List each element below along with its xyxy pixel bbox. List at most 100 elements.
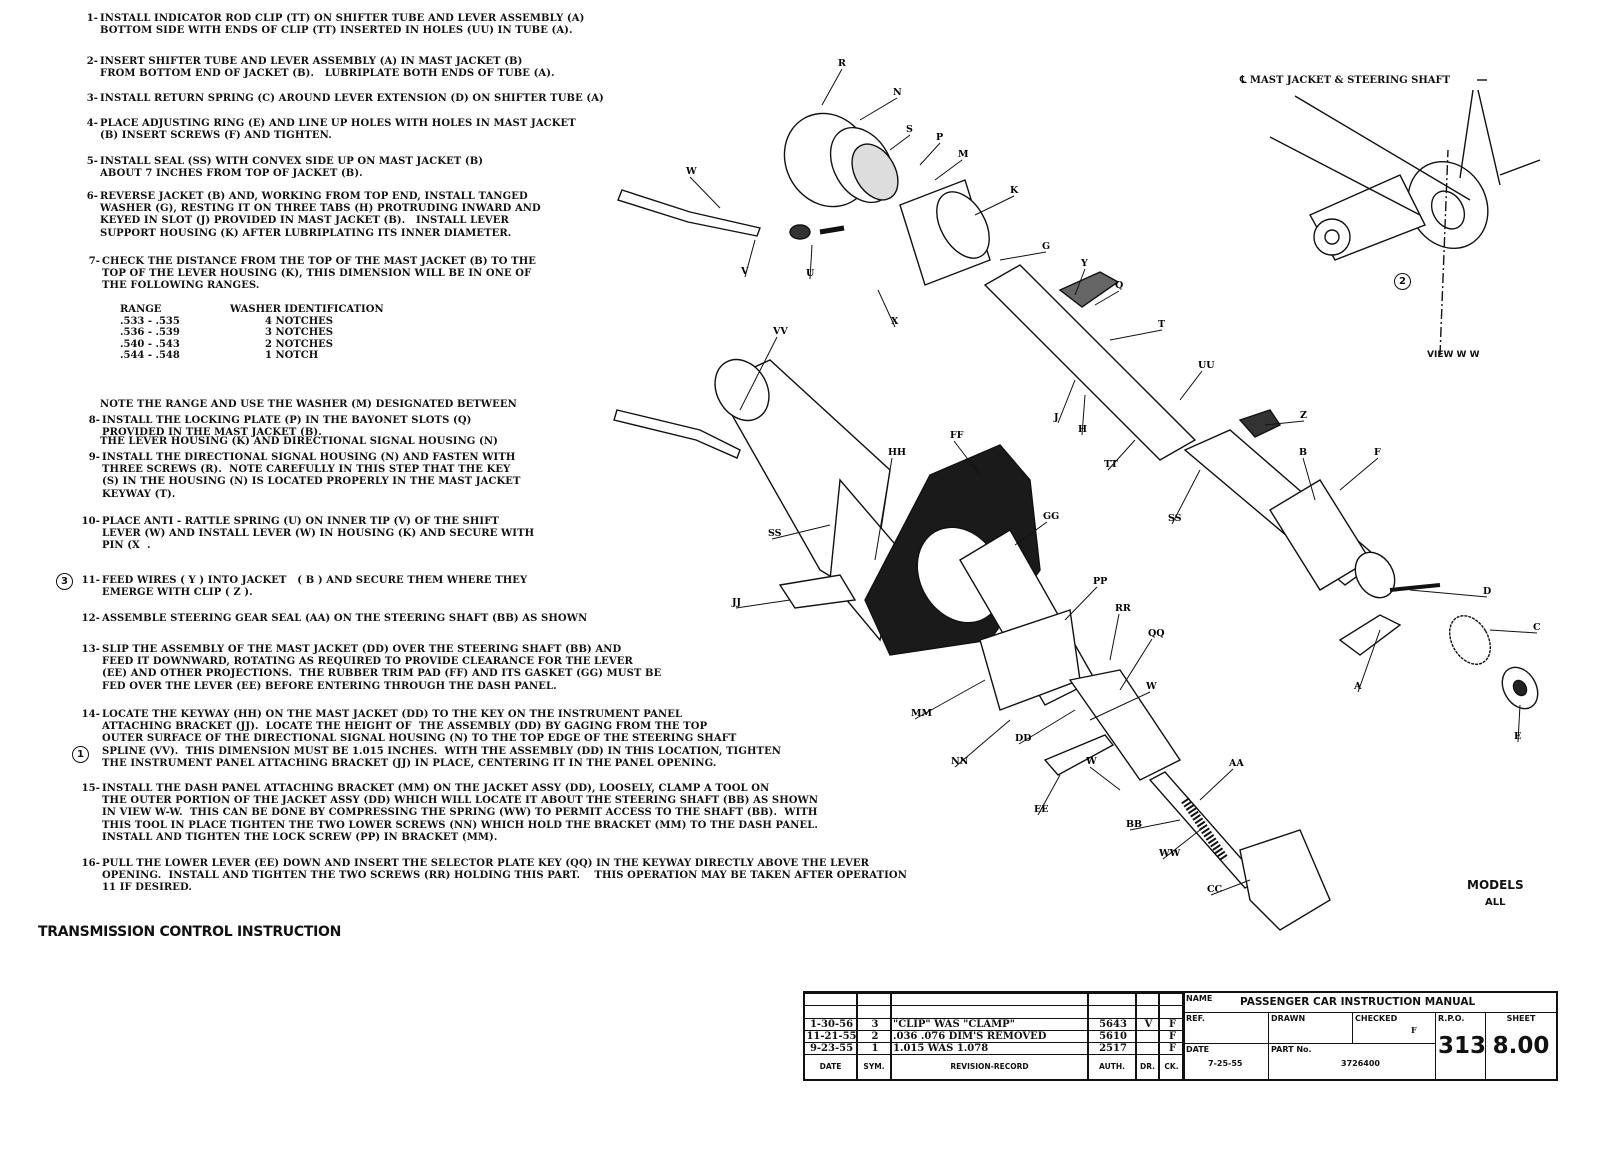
part-label-f: F (1374, 447, 1381, 458)
part-label-gg: GG (1043, 511, 1059, 522)
lever-a (1338, 614, 1402, 656)
empty-cell (1087, 1005, 1137, 1019)
leader-line (954, 719, 1011, 768)
step-number: 12- (81, 613, 100, 624)
leader-line (1109, 329, 1163, 341)
leader-line (1179, 370, 1203, 401)
part-label-y: Y (1080, 258, 1088, 269)
part-label-vv: VV (772, 326, 788, 337)
bracket-jj (778, 574, 857, 609)
range-cell: .540 - .543 (120, 338, 180, 350)
header-sym: SYM. (856, 1054, 892, 1080)
step-number: 15- (81, 783, 100, 794)
leader-line (974, 195, 1015, 216)
rpo-label: R.P.O. (1438, 1014, 1465, 1023)
step-12: 12-ASSEMBLE STEERING GEAR SEAL (AA) ON T… (82, 613, 588, 625)
leader-line (919, 142, 941, 166)
leader-line (1089, 766, 1121, 791)
sheet-value: 8.00 (1492, 1033, 1550, 1059)
part-label-pp: PP (1093, 576, 1107, 587)
leader-line (689, 176, 721, 209)
leader-line (1129, 819, 1181, 831)
step-16: 16-PULL THE LOWER LEVER (EE) DOWN AND IN… (82, 858, 907, 895)
step-line: IN VIEW W-W. THIS CAN BE DONE BY COMPRES… (102, 807, 818, 819)
part-label-hh: HH (888, 447, 906, 458)
step-number: 11- (81, 575, 100, 586)
steering-gear (1239, 829, 1331, 931)
part-label-q: Q (1115, 280, 1123, 291)
step-9: 9-INSTALL THE DIRECTIONAL SIGNAL HOUSING… (89, 452, 521, 501)
leader-line (1339, 457, 1379, 491)
step-10: 10-PLACE ANTI - RATTLE SPRING (U) ON INN… (82, 516, 534, 553)
step-line: THE FOLLOWING RANGES. (102, 280, 260, 292)
step-line: PULL THE LOWER LEVER (EE) DOWN AND INSER… (102, 858, 870, 869)
step-line: EMERGE WITH CLIP ( Z ). (102, 587, 253, 599)
mast-jacket-upper (983, 264, 1197, 461)
leader-lines (689, 68, 1538, 896)
part-label-p: P (936, 132, 943, 143)
step-line: FEED WIRES ( Y ) INTO JACKET ( B ) AND S… (102, 575, 528, 586)
step-number: 4- (86, 118, 98, 129)
ref-cell: REF. (1183, 1012, 1269, 1044)
step-13: 13-SLIP THE ASSEMBLY OF THE MAST JACKET … (82, 644, 662, 693)
part-label-tt: TT (1104, 459, 1118, 470)
part-label-d: D (1483, 586, 1491, 597)
part-label-ff: FF (950, 430, 964, 441)
washer-cell: 2 NOTCHES (265, 338, 333, 350)
step-line: THIS TOOL IN PLACE TIGHTEN THE TWO LOWER… (102, 819, 818, 831)
leader-line (874, 457, 893, 561)
header-ck: CK. (1158, 1054, 1185, 1080)
leader-line (771, 524, 831, 540)
step-line: WASHER (G), RESTING IT ON THREE TABS (H)… (100, 203, 541, 215)
callout-1: 1 (72, 746, 89, 763)
step-number: 6- (86, 191, 98, 202)
name-cell: NAME PASSENGER CAR INSTRUCTION MANUAL (1183, 991, 1558, 1013)
part-label-w: W (1145, 681, 1157, 692)
step-number: 10- (81, 516, 100, 527)
step-number: 5- (86, 156, 98, 167)
step-number: 1- (86, 13, 98, 24)
rpo-value: 313 (1438, 1033, 1486, 1059)
washer-cell: 3 NOTCHES (265, 327, 333, 338)
part-label-z: Z (1300, 410, 1307, 421)
step-6: 6-REVERSE JACKET (B) AND, WORKING FROM T… (87, 191, 541, 240)
leader-line (953, 440, 981, 476)
leader-line (1489, 629, 1538, 634)
models-block: MODELS ALL (1467, 877, 1524, 911)
leader-line (934, 159, 963, 181)
models-value: ALL (1485, 897, 1506, 908)
leader-line (914, 679, 986, 720)
leader-line (1357, 629, 1381, 693)
leader-line (1109, 613, 1120, 661)
leader-line (1074, 268, 1086, 296)
step-15: 15-INSTALL THE DASH PANEL ATTACHING BRAC… (82, 783, 818, 844)
leader-line (821, 68, 843, 106)
part-label-e: E (1514, 731, 1521, 742)
leader-line (1064, 586, 1098, 621)
leader-line (1018, 709, 1076, 745)
leader-line (1057, 379, 1076, 424)
part-label-n: N (893, 87, 902, 98)
step-line: SPLINE (VV). THIS DIMENSION MUST BE 1.01… (102, 745, 782, 757)
part-label-v: V (740, 266, 749, 277)
step-line: SLIP THE ASSEMBLY OF THE MAST JACKET (DD… (102, 644, 622, 655)
step-3: 3-INSTALL RETURN SPRING (C) AROUND LEVER… (87, 93, 604, 105)
step-line: OPENING. INSTALL AND TIGHTEN THE TWO SCR… (102, 870, 907, 882)
part-label-jj: JJ (731, 597, 741, 608)
leader-line (1094, 290, 1120, 306)
checked-value: F (1411, 1025, 1417, 1035)
leader-line (809, 244, 813, 280)
leader-line (1517, 704, 1521, 743)
step-number: 16- (81, 858, 100, 869)
part-label-x: X (891, 316, 899, 327)
step-line: OUTER SURFACE OF THE DIRECTIONAL SIGNAL … (102, 733, 737, 745)
empty-cell (803, 1005, 858, 1019)
leader-line (999, 251, 1047, 261)
step-line: TOP OF THE LEVER HOUSING (K), THIS DIMEN… (102, 268, 532, 280)
empty-cell (1135, 1005, 1160, 1019)
part-label-nn: NN (951, 756, 969, 767)
